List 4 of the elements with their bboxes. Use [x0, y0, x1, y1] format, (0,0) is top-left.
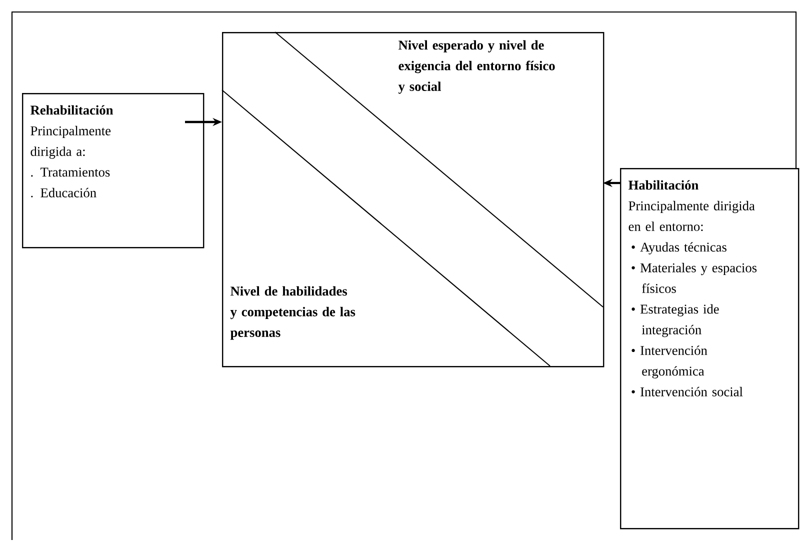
region-label: Nivel esperado y nivel de exigencia del entorno físico y social: [398, 40, 555, 94]
text-box: Habilitación Principalmente dirigida en el entorno: • Ayudas técnicas • Materiales y espacios físicos • Estrategias ide integración • Intervención ergonómica • Intervención social: [620, 168, 800, 530]
region-label: Nivel de habilidades y competencias de las personas: [230, 286, 356, 340]
text-box: Rehabilitación Principalmente dirigida a: . Tratamientos . Educación: [22, 93, 204, 248]
